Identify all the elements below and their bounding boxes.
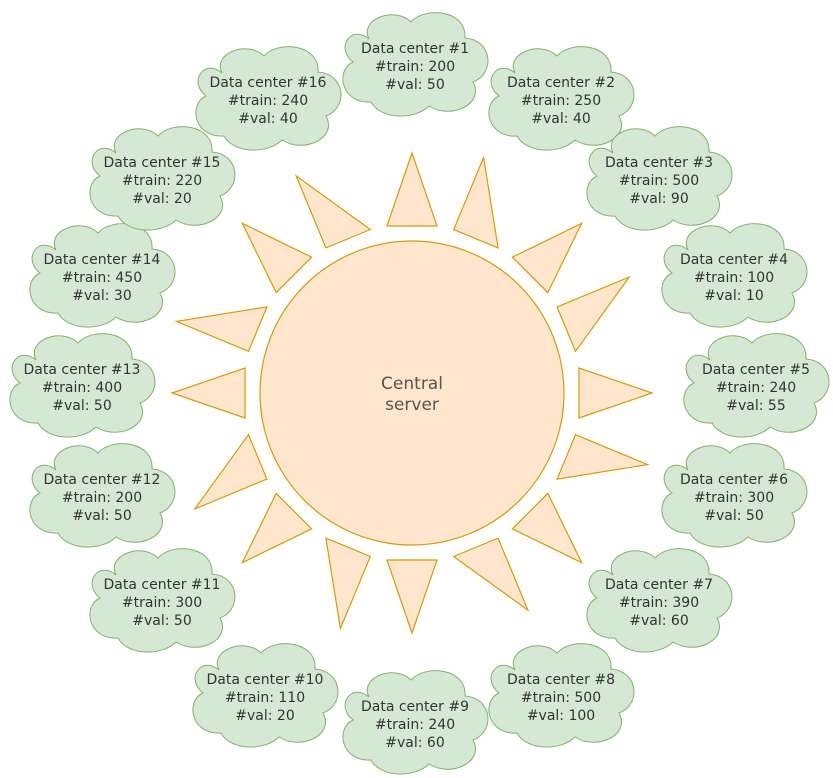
data-center-name: Data center #11 <box>104 577 221 593</box>
data-center-train-count: #train: 300 <box>122 595 202 611</box>
sun-ray <box>386 559 438 635</box>
data-center-name: Data center #1 <box>361 41 469 57</box>
data-center-train-count: #train: 300 <box>694 490 774 506</box>
data-center-cloud: Data center #11 #train: 300 #val: 50 <box>89 548 236 653</box>
data-center-cloud: Data center #4 #train: 100 #val: 10 <box>661 223 808 328</box>
data-center-cloud: Data center #12 #train: 200 #val: 50 <box>29 443 176 548</box>
data-center-name: Data center #14 <box>44 252 161 268</box>
data-center-cloud: Data center #1 #train: 200 #val: 50 <box>342 12 489 117</box>
data-center-name: Data center #16 <box>210 75 327 91</box>
sun-rays <box>170 151 654 635</box>
data-center-val-count: #val: 40 <box>531 111 590 127</box>
data-center-train-count: #train: 240 <box>375 717 455 733</box>
sun-ray <box>174 306 268 353</box>
data-center-train-count: #train: 220 <box>122 173 202 189</box>
sun-ray <box>240 492 313 565</box>
data-center-name: Data center #8 <box>507 672 615 688</box>
data-center-val-count: #val: 55 <box>726 398 785 414</box>
data-center-train-count: #train: 400 <box>42 380 122 396</box>
data-center-val-count: #val: 40 <box>238 111 297 127</box>
data-center-name: Data center #7 <box>605 577 713 593</box>
data-center-cloud: Data center #2 #train: 250 #val: 40 <box>488 46 635 151</box>
data-center-val-count: #val: 30 <box>72 288 131 304</box>
data-center-val-count: #val: 50 <box>704 508 763 524</box>
data-center-cloud: Data center #15 #train: 220 #val: 20 <box>89 126 236 231</box>
data-center-val-count: #val: 50 <box>385 77 444 93</box>
data-center-cloud: Data center #14 #train: 450 #val: 30 <box>29 223 176 328</box>
data-center-val-count: #val: 100 <box>527 708 595 724</box>
sun-ray <box>325 537 372 631</box>
data-center-cloud: Data center #5 #train: 240 #val: 55 <box>683 333 830 438</box>
data-center-cloud: Data center #7 #train: 390 #val: 60 <box>586 548 733 653</box>
data-center-cloud: Data center #8 #train: 500 #val: 100 <box>488 643 635 748</box>
sun-ray <box>556 275 631 353</box>
sun-ray <box>294 174 372 249</box>
data-center-train-count: #train: 110 <box>225 690 305 706</box>
data-center-name: Data center #6 <box>680 472 788 488</box>
sun-ray <box>386 151 438 227</box>
sun-ray <box>452 537 530 612</box>
data-center-name: Data center #3 <box>605 155 713 171</box>
data-center-val-count: #val: 50 <box>72 508 131 524</box>
sun-ray <box>240 221 313 294</box>
data-center-val-count: #val: 50 <box>52 398 111 414</box>
data-center-cloud: Data center #16 #train: 240 #val: 40 <box>195 46 342 151</box>
data-center-val-count: #val: 50 <box>132 613 191 629</box>
data-center-name: Data center #12 <box>44 472 161 488</box>
data-center-train-count: #train: 200 <box>375 59 455 75</box>
data-center-train-count: #train: 100 <box>694 270 774 286</box>
sun-ray <box>578 367 654 419</box>
data-center-train-count: #train: 240 <box>228 93 308 109</box>
data-center-name: Data center #2 <box>507 75 615 91</box>
data-center-name: Data center #15 <box>104 155 221 171</box>
data-center-train-count: #train: 250 <box>521 93 601 109</box>
data-center-name: Data center #9 <box>361 699 469 715</box>
central-server-label-line2: server <box>385 395 439 415</box>
data-center-val-count: #val: 60 <box>385 735 444 751</box>
data-center-cloud: Data center #6 #train: 300 #val: 50 <box>661 443 808 548</box>
data-center-val-count: #val: 90 <box>629 191 688 207</box>
central-server-circle <box>259 240 565 546</box>
sun-ray <box>511 492 584 565</box>
data-center-train-count: #train: 500 <box>619 173 699 189</box>
data-center-train-count: #train: 200 <box>62 490 142 506</box>
data-center-val-count: #val: 20 <box>132 191 191 207</box>
sun-ray <box>193 433 268 511</box>
sun-ray <box>170 367 246 419</box>
data-center-name: Data center #10 <box>207 672 324 688</box>
data-center-name: Data center #5 <box>702 362 810 378</box>
data-center-val-count: #val: 60 <box>629 613 688 629</box>
data-center-cloud: Data center #3 #train: 500 #val: 90 <box>586 126 733 231</box>
data-center-cloud: Data center #9 #train: 240 #val: 60 <box>342 670 489 775</box>
data-center-train-count: #train: 500 <box>521 690 601 706</box>
data-center-train-count: #train: 390 <box>619 595 699 611</box>
data-center-cloud: Data center #13 #train: 400 #val: 50 <box>9 333 156 438</box>
sun-ray <box>556 433 650 480</box>
data-center-val-count: #val: 10 <box>704 288 763 304</box>
sun-ray <box>452 155 499 249</box>
data-center-train-count: #train: 450 <box>62 270 142 286</box>
data-center-val-count: #val: 20 <box>235 708 294 724</box>
data-center-name: Data center #13 <box>24 362 141 378</box>
data-center-name: Data center #4 <box>680 252 788 268</box>
sun-ray <box>511 221 584 294</box>
data-center-cloud: Data center #10 #train: 110 #val: 20 <box>192 643 339 748</box>
data-center-train-count: #train: 240 <box>716 380 796 396</box>
central-server-label: Central <box>381 374 443 394</box>
